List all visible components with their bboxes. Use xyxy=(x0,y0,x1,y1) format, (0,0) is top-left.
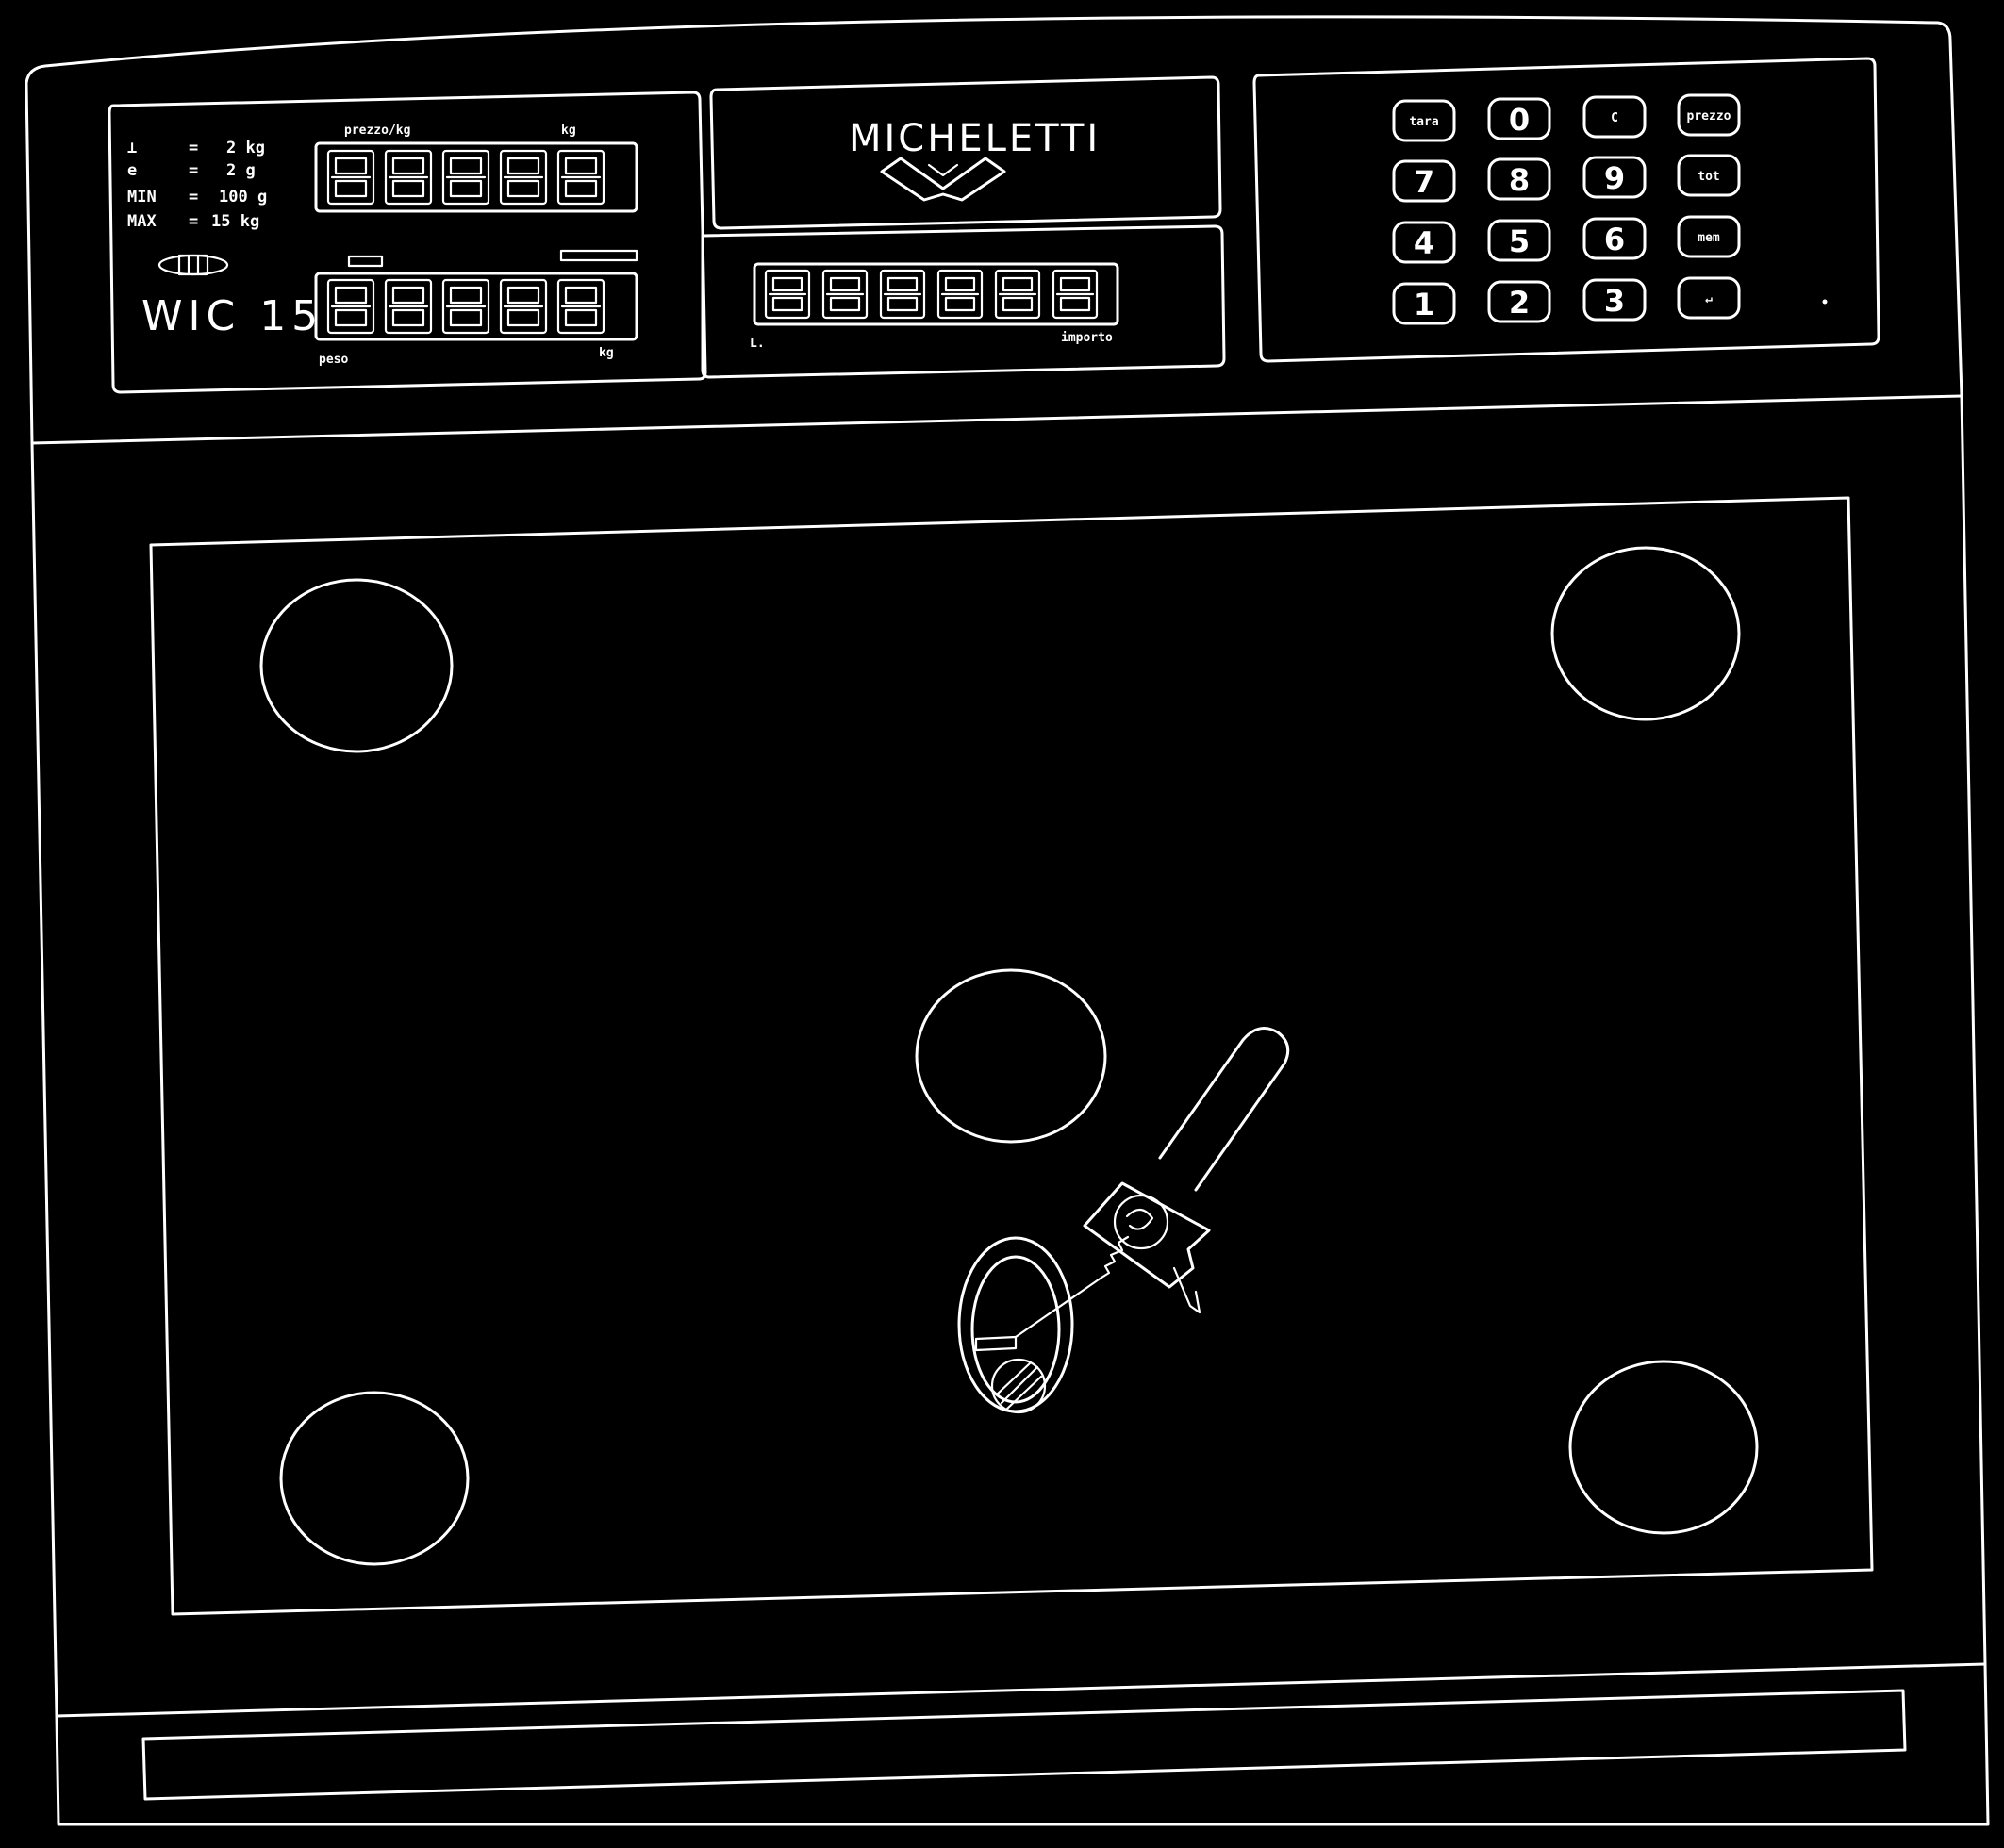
model-name: WIC 15 xyxy=(141,292,323,340)
spec-list: ⊥ = 2 kg e = 2 g MIN = 100 g MAX = 15 kg xyxy=(127,139,267,231)
amount-digit xyxy=(994,269,1041,320)
keypad-key-label: ↵ xyxy=(1705,292,1713,306)
platform-foot-center xyxy=(915,968,1107,1144)
amount-digit xyxy=(936,269,984,320)
indicator-dot xyxy=(1822,299,1828,305)
price-digit xyxy=(326,149,375,206)
keypad-key-label: 2 xyxy=(1509,285,1530,321)
price-digit xyxy=(556,149,605,206)
price-per-kg-caption: prezzo/kg xyxy=(344,124,410,138)
spec-key-4: MAX xyxy=(127,212,157,231)
weight-caption: peso xyxy=(319,353,348,367)
keypad-key-label: mem xyxy=(1698,231,1720,245)
keypad-key-r3c3[interactable]: 6 xyxy=(1582,217,1647,260)
platform-foot-top-right xyxy=(1550,546,1741,721)
spec-op-2: = xyxy=(189,161,198,180)
keypad-key-r1c2[interactable]: 0 xyxy=(1487,97,1551,140)
spec-value-4: 15 kg xyxy=(211,212,259,231)
approval-stamp-icon xyxy=(157,254,229,276)
amount-digit xyxy=(764,269,811,320)
keypad-key-label: prezzo xyxy=(1687,109,1731,124)
weight-digit xyxy=(326,278,375,335)
keypad-key-r3c1[interactable]: 4 xyxy=(1392,221,1456,264)
keypad-key-label: 7 xyxy=(1414,164,1434,200)
keypad-key-r2c1[interactable]: 7 xyxy=(1392,159,1456,203)
keypad-key-r4c3[interactable]: 3 xyxy=(1582,278,1647,322)
keypad-key-label: tara xyxy=(1409,115,1438,129)
price-per-kg-display: prezzo/kg kg xyxy=(314,124,638,213)
keypad-key-label: tot xyxy=(1698,170,1719,184)
display-panel-left: ⊥ = 2 kg e = 2 g MIN = 100 g MAX = 15 kg… xyxy=(108,91,707,394)
keypad-key-r4c2[interactable]: 2 xyxy=(1487,280,1551,323)
keypad-key-r2c2[interactable]: 8 xyxy=(1487,157,1551,201)
weight-digit xyxy=(441,278,490,335)
currency-caption: L. xyxy=(750,337,765,351)
adjustment-key-icon xyxy=(1083,1027,1290,1314)
price-digit xyxy=(441,149,490,206)
keypad-key-r3c2[interactable]: 5 xyxy=(1487,219,1551,262)
amount-display: L. importo xyxy=(750,262,1119,351)
level-indicator-icon xyxy=(957,1236,1103,1414)
weight-digit xyxy=(499,278,548,335)
brand-logo-icon xyxy=(880,157,1006,202)
weighing-platform xyxy=(149,496,1874,1616)
keypad-key-r1c1[interactable]: tara xyxy=(1392,99,1456,142)
amount-digit xyxy=(879,269,926,320)
keypad-key-label: 4 xyxy=(1414,225,1434,261)
scale-housing xyxy=(25,15,1990,1826)
keypad-key-label: C xyxy=(1611,111,1618,125)
console-divider xyxy=(30,394,1963,445)
keypad-key-r1c4[interactable]: prezzo xyxy=(1677,93,1741,137)
platform-foot-top-left xyxy=(259,578,454,753)
weight-digit xyxy=(556,278,605,335)
keypad-key-r3c4[interactable]: mem xyxy=(1677,215,1741,258)
amount-caption: importo xyxy=(1061,331,1113,345)
keypad-key-label: 3 xyxy=(1604,283,1625,319)
weight-display: peso kg xyxy=(314,249,638,367)
price-unit-caption: kg xyxy=(561,124,576,138)
keypad-key-label: 8 xyxy=(1509,162,1530,198)
spec-op-1: = xyxy=(189,139,198,157)
spec-value-2: 2 g xyxy=(226,161,256,180)
price-digit xyxy=(499,149,548,206)
keypad-key-label: 1 xyxy=(1414,287,1434,322)
front-rim-line xyxy=(55,1662,1987,1718)
keypad-key-r4c1[interactable]: 1 xyxy=(1392,282,1456,325)
keypad-key-label: 5 xyxy=(1509,223,1530,259)
keypad-key-r4c4[interactable]: ↵ xyxy=(1677,276,1741,320)
spec-key-3: MIN xyxy=(127,188,157,206)
platform-foot-bottom-right xyxy=(1568,1360,1759,1535)
brand-panel: MICHELETTI xyxy=(709,75,1222,230)
amount-digit xyxy=(1052,269,1099,320)
weight-unit-caption: kg xyxy=(599,346,614,360)
keypad-key-r2c3[interactable]: 9 xyxy=(1582,156,1647,199)
keypad-key-label: 0 xyxy=(1509,102,1530,138)
platform-foot-bottom-left xyxy=(279,1391,470,1566)
spec-value-3: 100 g xyxy=(219,188,267,206)
spec-value-1: 2 kg xyxy=(226,139,265,157)
front-handle-slot xyxy=(141,1689,1907,1801)
keypad-key-label: 6 xyxy=(1604,222,1625,257)
keypad-key-label: 9 xyxy=(1604,160,1625,196)
amount-digit xyxy=(821,269,869,320)
price-digit xyxy=(384,149,433,206)
spec-op-4: = xyxy=(189,212,198,231)
keypad-key-r1c3[interactable]: C xyxy=(1582,95,1647,139)
weight-digit xyxy=(384,278,433,335)
spec-op-3: = xyxy=(189,188,198,206)
keypad-key-r2c4[interactable]: tot xyxy=(1677,154,1741,197)
spec-key-1: ⊥ xyxy=(127,139,137,157)
brand-name: MICHELETTI xyxy=(849,117,1101,160)
spec-key-2: e xyxy=(127,161,137,180)
display-panel-right: L. importo xyxy=(701,224,1226,379)
